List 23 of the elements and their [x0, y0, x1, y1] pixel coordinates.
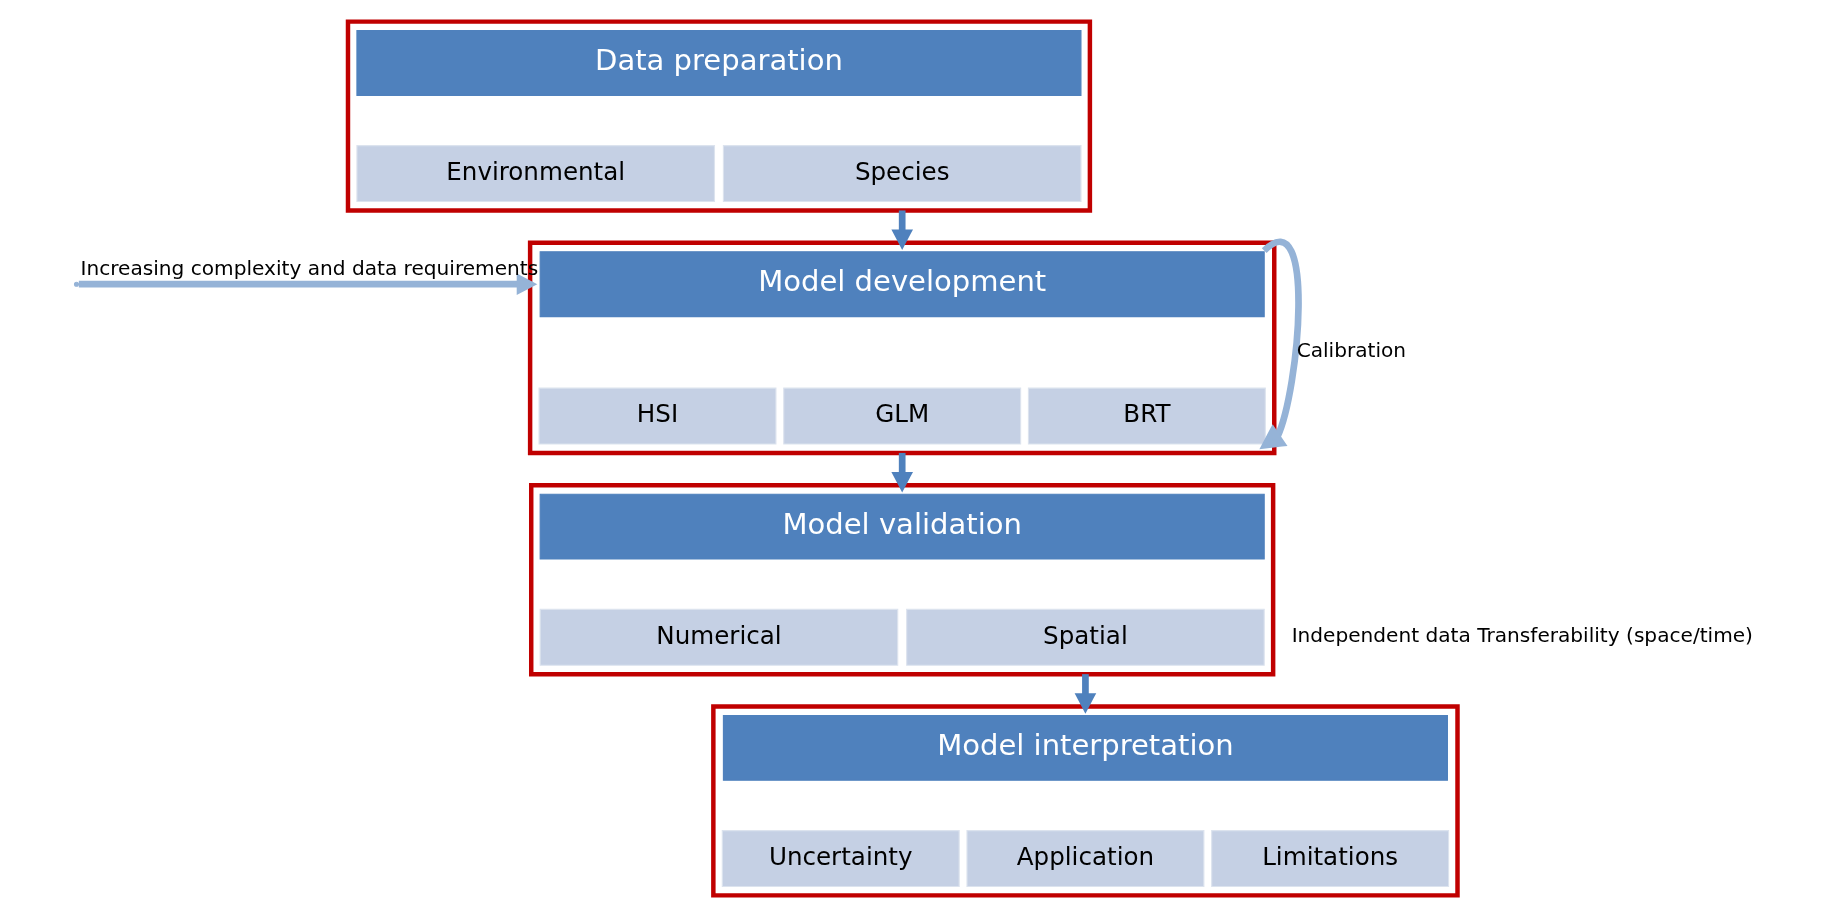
node-box: Species — [722, 145, 1082, 203]
node-box: Model interpretation — [722, 714, 1448, 781]
arrow — [1259, 239, 1302, 450]
node-box: Model validation — [539, 493, 1265, 560]
node-box: Spatial — [906, 608, 1265, 666]
node-box: GLM — [783, 387, 1022, 445]
cluster — [345, 19, 1093, 213]
node-box: Environmental — [356, 145, 716, 203]
cluster — [711, 704, 1460, 898]
arrow — [891, 452, 913, 493]
node-box: Data preparation — [356, 30, 1082, 96]
node-box: Application — [966, 830, 1205, 887]
cluster — [529, 483, 1276, 677]
arrow — [78, 273, 538, 295]
node-box: Model development — [539, 251, 1265, 318]
node-box: BRT — [1027, 387, 1266, 445]
node-box: Numerical — [539, 608, 899, 666]
label: Independent data Transferability (space/time) — [1291, 623, 1753, 648]
edge-label: Calibration — [1296, 338, 1407, 363]
node-box: Limitations — [1211, 830, 1450, 887]
arrow — [891, 210, 913, 251]
node-box: HSI — [538, 387, 777, 445]
node-box: Uncertainty — [721, 830, 960, 887]
